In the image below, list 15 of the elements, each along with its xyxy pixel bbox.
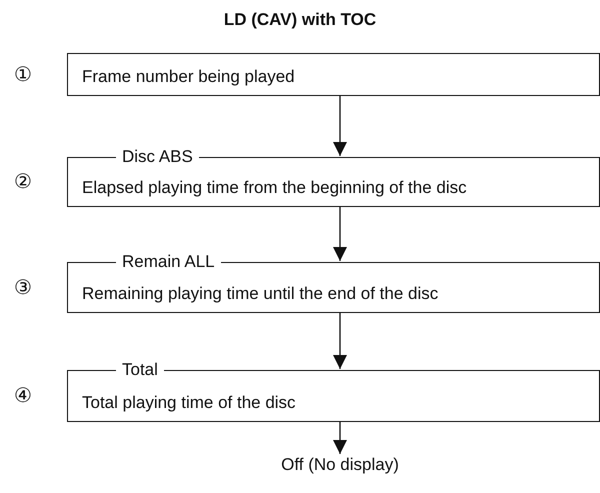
box-text: Total playing time of the disc [82,393,296,413]
step-number: ③ [14,276,32,298]
process-box [67,53,600,96]
box-text: Frame number being played [82,67,295,87]
step-number: ② [14,171,32,193]
step-number: ④ [14,385,32,407]
diagram-title: LD (CAV) with TOC [222,10,378,30]
arrow [333,313,347,369]
arrow [333,96,347,156]
end-text: Off (No display) [240,455,440,477]
step-number: ① [14,64,32,86]
box-text: Elapsed playing time from the beginning of the disc [82,178,467,198]
arrow [333,422,347,454]
arrow [333,207,347,261]
box-text: Remaining playing time until the end of the disc [82,284,438,304]
